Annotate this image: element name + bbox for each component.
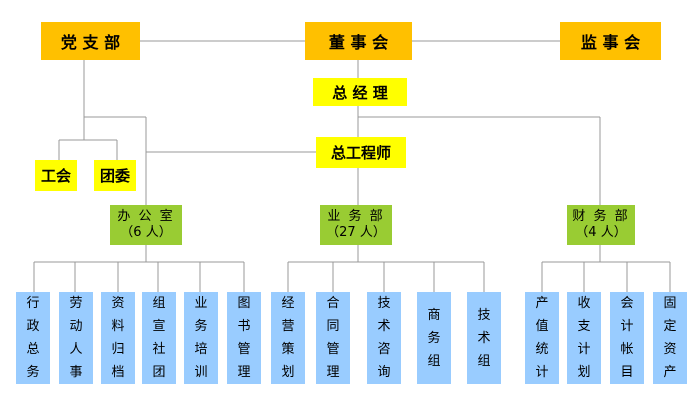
- unit-char: 行: [26, 296, 40, 311]
- unit-char: 务: [26, 365, 40, 380]
- unit-char: 收: [577, 296, 591, 311]
- unit-char: 组: [477, 353, 491, 369]
- unit-box: 固定资产: [653, 292, 687, 384]
- unit-char: 固: [663, 296, 677, 311]
- unit-char: 管: [237, 342, 251, 357]
- unit-char: 组: [152, 296, 166, 311]
- unit-char: 动: [69, 319, 83, 334]
- department-count: （6 人）: [120, 225, 172, 240]
- unit-char: 业: [194, 296, 208, 311]
- unit-char: 管: [326, 342, 340, 357]
- unit-char: 组: [427, 353, 441, 369]
- unit-char: 值: [535, 319, 549, 334]
- unit-char: 务: [194, 319, 208, 334]
- unit-char: 书: [237, 319, 251, 334]
- unit-char: 人: [69, 342, 83, 357]
- unit-char: 计: [620, 319, 634, 334]
- department-name: 业 务 部: [327, 209, 385, 224]
- unit-char: 划: [281, 365, 295, 380]
- youth-league-box: 团委: [94, 160, 136, 191]
- unit-char: 咨: [377, 342, 391, 357]
- unit-box: 技术组: [467, 292, 501, 384]
- unit-char: 产: [663, 365, 677, 380]
- unit-char: 合: [326, 296, 340, 311]
- unit-char: 理: [326, 365, 340, 380]
- general-manager-label: 总 经 理: [332, 83, 388, 102]
- unit-char: 宣: [152, 319, 166, 334]
- unit-char: 社: [152, 342, 166, 357]
- unit-box: 图书管理: [227, 292, 261, 384]
- unit-char: 营: [281, 319, 295, 334]
- department-count: （4 人）: [575, 225, 627, 240]
- unit-char: 商: [427, 307, 441, 323]
- unit-char: 计: [535, 365, 549, 380]
- unit-box: 商务组: [417, 292, 451, 384]
- unit-box: 业务培训: [184, 292, 218, 384]
- unit-char: 团: [152, 365, 166, 380]
- unit-char: 资: [111, 296, 125, 311]
- unit-char: 帐: [620, 342, 634, 357]
- unit-char: 总: [26, 342, 40, 357]
- unit-char: 定: [663, 319, 677, 334]
- unit-char: 政: [26, 319, 40, 334]
- unit-char: 图: [237, 296, 251, 311]
- party-branch-label: 党 支 部: [60, 33, 121, 52]
- general-manager-box: 总 经 理: [313, 78, 407, 106]
- unit-char: 料: [111, 319, 125, 334]
- unit-char: 经: [281, 296, 295, 311]
- unit-char: 策: [281, 342, 295, 357]
- unit-box: 劳动人事: [59, 292, 93, 384]
- department-name: 办 公 室: [117, 209, 175, 224]
- unit-box: 会计帐目: [610, 292, 644, 384]
- unit-char: 产: [535, 296, 549, 311]
- department-count: （27 人）: [326, 225, 386, 240]
- chief-engineer-box: 总工程师: [316, 137, 406, 168]
- unit-char: 术: [477, 330, 491, 346]
- unit-box: 技术咨询: [367, 292, 401, 384]
- trade-union-box: 工会: [35, 160, 77, 191]
- unit-box: 合同管理: [316, 292, 350, 384]
- unit-char: 技: [377, 296, 391, 311]
- unit-char: 劳: [69, 296, 83, 311]
- unit-char: 训: [194, 365, 208, 380]
- unit-char: 档: [111, 365, 125, 380]
- unit-char: 培: [194, 342, 208, 357]
- unit-char: 技: [477, 307, 491, 323]
- unit-char: 统: [535, 342, 549, 357]
- unit-char: 理: [237, 365, 251, 380]
- unit-char: 支: [577, 319, 591, 334]
- unit-box: 产值统计: [525, 292, 559, 384]
- unit-char: 划: [577, 365, 591, 380]
- unit-char: 会: [620, 296, 634, 311]
- department-business-box: 业 务 部 （27 人）: [320, 205, 392, 245]
- unit-box: 组宣社团: [142, 292, 176, 384]
- unit-box: 行政总务: [16, 292, 50, 384]
- unit-char: 资: [663, 342, 677, 357]
- unit-char: 务: [427, 330, 441, 346]
- chief-engineer-label: 总工程师: [330, 144, 391, 162]
- unit-char: 目: [620, 365, 634, 380]
- unit-char: 术: [377, 319, 391, 334]
- unit-box: 收支计划: [567, 292, 601, 384]
- board-box: 董 事 会: [305, 22, 412, 60]
- party-branch-box: 党 支 部: [41, 22, 140, 60]
- department-office-box: 办 公 室 （6 人）: [110, 205, 182, 245]
- supervisory-board-box: 监 事 会: [560, 22, 661, 60]
- supervisory-board-label: 监 事 会: [580, 33, 641, 52]
- unit-box: 经营策划: [271, 292, 305, 384]
- unit-char: 询: [377, 365, 391, 380]
- department-name: 财 务 部: [572, 209, 630, 224]
- unit-box: 资料归档: [101, 292, 135, 384]
- unit-char: 同: [326, 319, 340, 334]
- youth-league-label: 团委: [99, 167, 130, 185]
- unit-char: 归: [111, 342, 125, 357]
- unit-char: 事: [69, 365, 83, 380]
- department-finance-box: 财 务 部 （4 人）: [567, 205, 635, 245]
- board-label: 董 事 会: [328, 33, 389, 52]
- trade-union-label: 工会: [40, 167, 71, 185]
- unit-char: 计: [577, 342, 591, 357]
